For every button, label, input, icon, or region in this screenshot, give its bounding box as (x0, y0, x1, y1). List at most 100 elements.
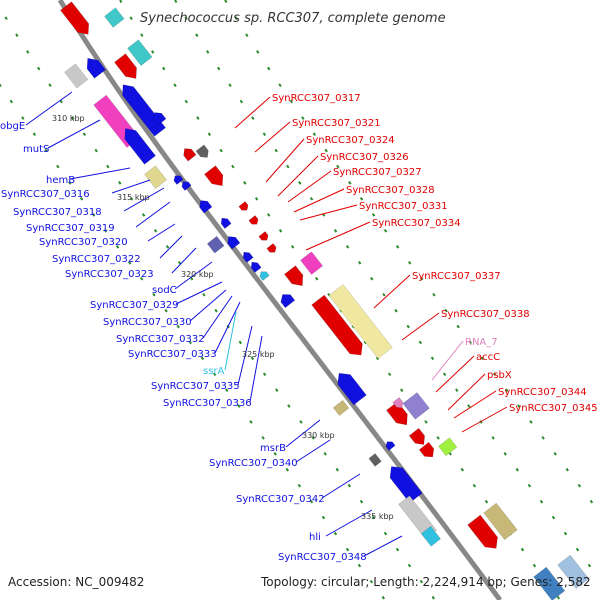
gene-label[interactable]: sodC (152, 285, 177, 296)
reverse-gene (227, 236, 241, 250)
gene-label[interactable]: hli (309, 532, 321, 543)
gene-label[interactable]: SynRCC307_0330 (103, 317, 192, 328)
gene-label[interactable]: msrB (260, 443, 286, 454)
gene-label[interactable]: SynRCC307_0323 (65, 269, 154, 280)
forward-gene (266, 243, 277, 253)
gene-label[interactable]: SynRCC307_0324 (306, 135, 395, 146)
forward-gene (284, 265, 304, 287)
misc-gene-shape (195, 144, 209, 158)
misc-gene (368, 453, 382, 467)
gene-label[interactable]: SynRCC307_0334 (372, 218, 461, 229)
gene-label[interactable]: accC (476, 352, 500, 363)
reverse-gene-shape (337, 372, 367, 406)
leader-line (431, 340, 464, 381)
gene-label[interactable]: SynRCC307_0326 (320, 152, 409, 163)
gene-label[interactable]: SynRCC307_0318 (13, 207, 102, 218)
leader-line (293, 188, 345, 213)
gene-label[interactable]: SynRCC307_0321 (292, 118, 381, 129)
forward-gene-shape (183, 148, 197, 162)
leader-line (214, 301, 241, 354)
reverse-gene (250, 261, 262, 273)
gene-label[interactable]: mutS (23, 144, 49, 155)
gene-label[interactable]: SynRCC307_0336 (163, 398, 252, 409)
gene-label[interactable]: SynRCC307_0319 (26, 223, 115, 234)
reverse-gene (199, 200, 213, 214)
gene-label[interactable]: RNA_7 (465, 337, 498, 348)
misc-gene (127, 39, 153, 66)
gene-label[interactable]: SynRCC307_0329 (90, 300, 179, 311)
leader-line (321, 473, 361, 499)
gene-label[interactable]: SynRCC307_0316 (1, 189, 90, 200)
reverse-gene (389, 466, 423, 504)
leader-lines (25, 91, 508, 557)
scale-label: 330 kbp (302, 431, 335, 440)
gene-label[interactable]: ssrA (203, 366, 225, 377)
forward-gene-shape (248, 215, 259, 225)
gene-label[interactable]: SynRCC307_0348 (278, 552, 367, 563)
gene-label[interactable]: hemB (46, 175, 75, 186)
gene-label[interactable]: SynRCC307_0328 (346, 185, 435, 196)
misc-gene-shape (557, 554, 590, 589)
gene-label[interactable]: psbX (487, 370, 512, 381)
gene-label[interactable]: SynRCC307_0317 (272, 93, 361, 104)
gene-label[interactable]: obgE (0, 121, 25, 132)
misc-gene (64, 63, 89, 89)
forward-gene-shape (418, 441, 435, 458)
gene-label[interactable]: SynRCC307_0340 (209, 458, 298, 469)
reverse-gene (385, 441, 396, 451)
forward-gene (238, 201, 249, 211)
forward-gene-shape (284, 265, 304, 287)
gene-label[interactable]: SynRCC307_0333 (128, 349, 217, 360)
gene-label[interactable]: SynRCC307_0335 (151, 381, 240, 392)
reverse-gene-shape (227, 236, 241, 250)
forward-gene-shape (467, 514, 498, 549)
reverse-gene-shape (173, 175, 184, 185)
misc-gene-shape (483, 502, 518, 541)
leader-line (135, 201, 171, 228)
misc-gene (420, 525, 441, 547)
leader-line (202, 295, 233, 339)
gene-label[interactable]: SynRCC307_0331 (359, 201, 448, 212)
scale-label: 320 kbp (181, 270, 214, 279)
dotted-track (0, 6, 436, 600)
misc-gene-shape (328, 284, 393, 359)
leader-line (47, 119, 101, 149)
gene-label[interactable]: SynRCC307_0345 (509, 403, 598, 414)
reverse-gene (181, 181, 192, 191)
forward-gene (114, 53, 137, 79)
gene-label[interactable]: SynRCC307_0322 (52, 254, 141, 265)
reverse-gene (280, 294, 296, 309)
forward-gene (204, 165, 224, 187)
forward-gene (418, 441, 435, 458)
misc-gene (104, 7, 125, 28)
reverse-gene-shape (220, 217, 232, 229)
gene-label[interactable]: SynRCC307_0332 (116, 334, 205, 345)
misc-gene-shape (438, 437, 458, 457)
forward-gene (311, 294, 363, 356)
gene-label[interactable]: SynRCC307_0342 (236, 494, 325, 505)
gene-label[interactable]: SynRCC307_0337 (412, 271, 501, 282)
misc-gene (332, 399, 350, 416)
dotted-track (174, 0, 600, 582)
reverse-gene-shape (242, 251, 254, 263)
leader-line (277, 155, 319, 197)
reverse-gene (124, 128, 156, 165)
misc-gene-shape (104, 7, 125, 28)
misc-gene-shape (368, 453, 382, 467)
topology-label: Topology: circular; Length: 2,224,914 bp… (260, 575, 591, 589)
gene-label[interactable]: SynRCC307_0320 (39, 237, 128, 248)
gene-label[interactable]: SynRCC307_0327 (333, 167, 422, 178)
reverse-gene (337, 372, 367, 406)
reverse-gene (86, 57, 106, 79)
forward-gene-labels: SynRCC307_0317 SynRCC307_0321 SynRCC307_… (272, 93, 598, 414)
leader-line (224, 311, 237, 371)
reverse-gene (220, 217, 232, 229)
gene-label[interactable]: SynRCC307_0338 (441, 309, 530, 320)
leader-line (189, 289, 227, 322)
leader-line (305, 221, 371, 251)
gene-label[interactable]: SynRCC307_0344 (498, 387, 587, 398)
leader-line (159, 235, 183, 259)
misc-gene (300, 251, 323, 275)
